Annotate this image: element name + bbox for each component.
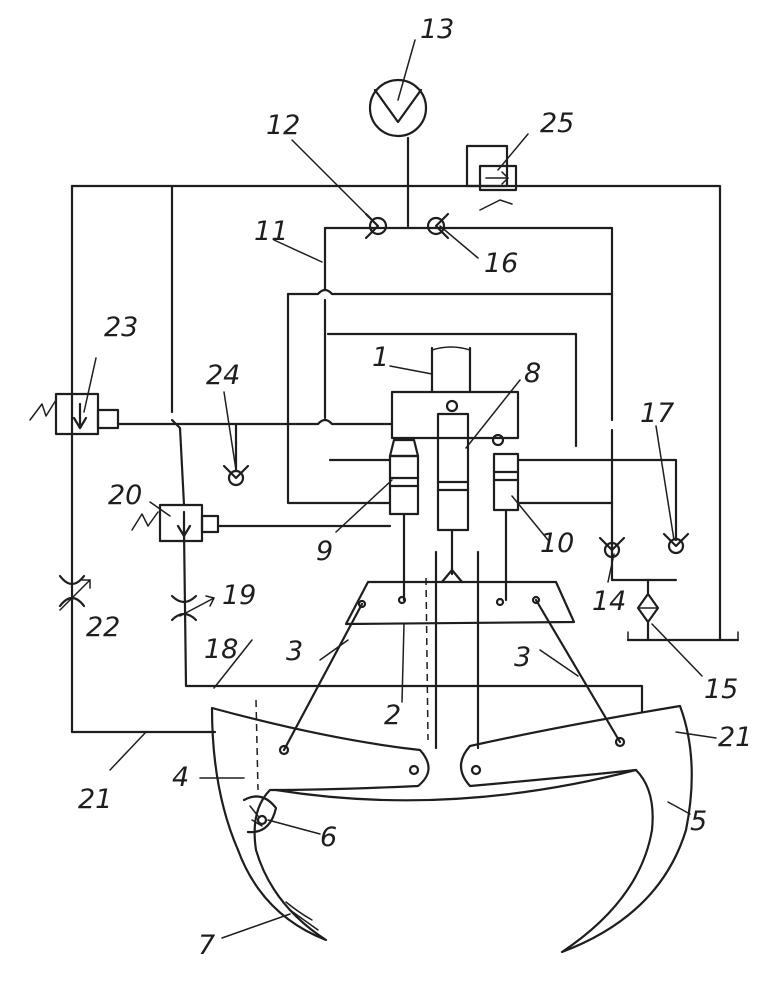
label-16: 16 xyxy=(484,248,518,279)
cylinder-10 xyxy=(493,435,518,600)
jaw-5 xyxy=(461,706,692,952)
pump-circuit xyxy=(288,138,676,580)
jaw-4 xyxy=(212,700,429,940)
check-valve-16-icon xyxy=(428,214,448,238)
label-3-left: 3 xyxy=(286,636,303,667)
label-18: 18 xyxy=(204,634,238,665)
label-20: 20 xyxy=(108,480,142,511)
label-8: 8 xyxy=(524,358,541,389)
cylinder-8 xyxy=(438,401,468,582)
label-12: 12 xyxy=(266,110,300,141)
label-5: 5 xyxy=(690,806,707,837)
label-6: 6 xyxy=(320,822,337,853)
label-1: 1 xyxy=(372,342,389,373)
pump-icon xyxy=(370,80,426,136)
label-4: 4 xyxy=(172,762,189,793)
label-7: 7 xyxy=(198,930,215,961)
label-3-right: 3 xyxy=(514,642,531,673)
label-15: 15 xyxy=(704,674,738,705)
cylinder-9 xyxy=(390,440,418,600)
cylinder-1 xyxy=(392,347,518,438)
label-19: 19 xyxy=(222,580,256,611)
label-13: 13 xyxy=(420,14,454,45)
throttle-22-icon xyxy=(60,576,90,610)
valve-20-icon xyxy=(132,505,218,541)
part-labels: 13 12 25 11 16 23 24 1 8 17 20 9 10 14 1… xyxy=(78,14,752,961)
label-11: 11 xyxy=(254,216,288,247)
valve-23-icon xyxy=(30,394,118,434)
label-24: 24 xyxy=(206,360,240,391)
label-21-right: 21 xyxy=(718,722,752,753)
label-2: 2 xyxy=(384,700,401,731)
valve-25-icon xyxy=(467,146,516,210)
leader-lines xyxy=(84,40,716,938)
label-17: 17 xyxy=(640,398,674,429)
label-14: 14 xyxy=(592,586,626,617)
sensor-6 xyxy=(244,796,276,832)
label-9: 9 xyxy=(316,536,333,567)
label-22: 22 xyxy=(86,612,120,643)
tip-7 xyxy=(286,902,318,930)
throttle-19-icon xyxy=(172,596,214,620)
label-10: 10 xyxy=(540,528,574,559)
label-25: 25 xyxy=(540,108,574,139)
label-23: 23 xyxy=(104,312,138,343)
filter-15-icon xyxy=(638,580,658,640)
link-plate-2 xyxy=(346,582,574,624)
label-21-left: 21 xyxy=(78,784,112,815)
